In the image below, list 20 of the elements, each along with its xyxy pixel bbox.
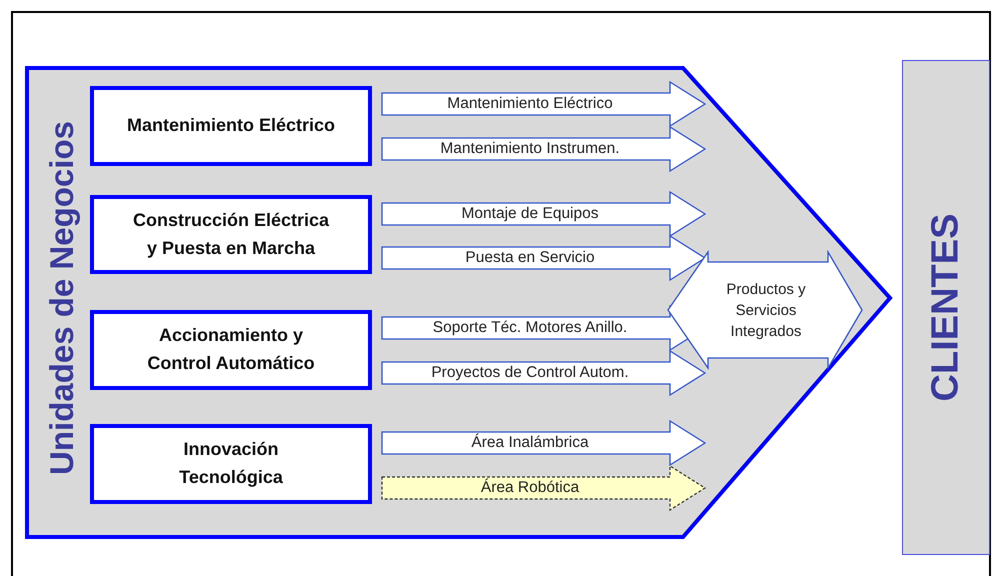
business-unit-box	[90, 310, 372, 390]
clients-title: CLIENTES	[924, 214, 968, 402]
business-unit-box	[90, 195, 372, 274]
service-label: Mantenimiento Eléctrico	[446, 94, 614, 114]
vertical-heading: Unidades de Negocios	[42, 120, 81, 477]
service-label: Proyectos de Control Autom.	[430, 363, 630, 383]
unit-title: Mantenimiento Eléctrico	[126, 114, 336, 138]
unit-title: Accionamiento y Control Automático	[146, 324, 316, 375]
service-label: Mantenimiento Instrumen.	[439, 139, 621, 159]
service-label: Montaje de Equipos	[460, 204, 600, 224]
integration-label: Productos y Servicios Integrados	[725, 280, 807, 342]
unit-title: Innovación Tecnológica	[178, 438, 284, 489]
business-unit-box	[90, 86, 372, 166]
service-label: Área Robótica	[480, 478, 580, 498]
clients-panel	[902, 60, 990, 555]
business-unit-box	[90, 424, 372, 504]
service-label: Puesta en Servicio	[464, 248, 596, 268]
unit-title: Construcción Eléctrica y Puesta en Marcha	[132, 208, 330, 260]
service-label: Área Inalámbrica	[470, 432, 590, 453]
service-label: Soporte Téc. Motores Anillo.	[432, 318, 628, 338]
